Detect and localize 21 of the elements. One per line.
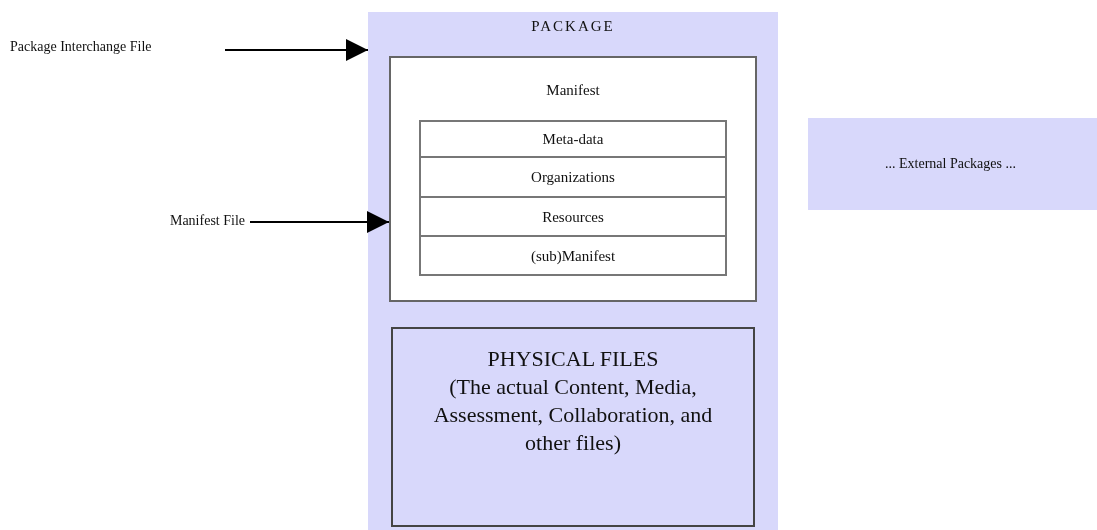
label-text: (sub)Manifest [529, 247, 617, 264]
heading: Manifest [545, 82, 601, 99]
external-packages-box [808, 118, 1097, 210]
label-text: Meta-data [541, 130, 605, 148]
label-text: Resources [541, 208, 605, 225]
package-panel [368, 12, 778, 530]
description: (The actual Content, Media, Assessment, Collaboration, and other files) [433, 373, 713, 457]
heading: PACKAGE [530, 18, 616, 35]
table-row [419, 237, 727, 276]
physical-files-box [391, 327, 755, 527]
label-text: Package Interchange File [10, 38, 153, 56]
label-text: Organizations [530, 168, 616, 186]
table-row [419, 158, 727, 198]
heading: PHYSICAL FILES [486, 345, 660, 373]
table-row [419, 120, 727, 158]
manifest-box [389, 56, 757, 302]
label-text: ... External Packages ... [884, 156, 1017, 172]
label-text: Manifest File [168, 212, 245, 230]
arrow [224, 39, 369, 61]
table-row [419, 198, 727, 237]
arrow [249, 211, 390, 233]
